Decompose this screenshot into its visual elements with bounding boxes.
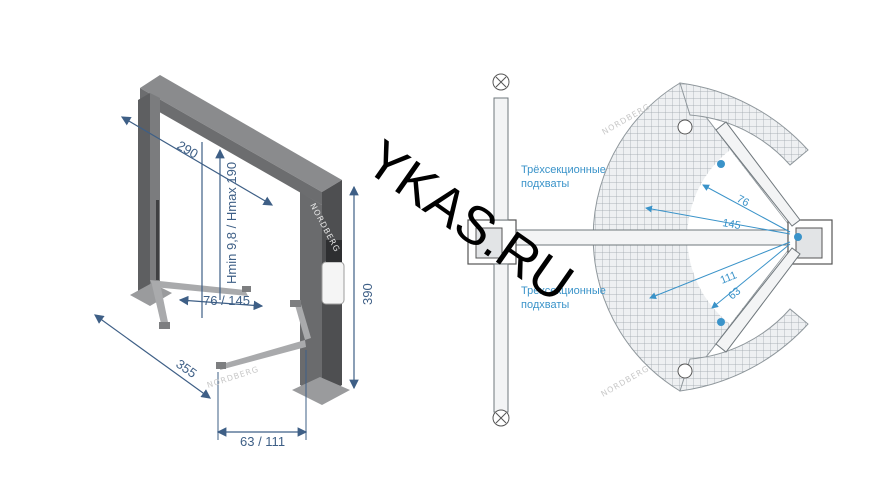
rear-arm-2 <box>220 340 306 370</box>
hydraulic-tank <box>321 261 345 305</box>
radius-63-line <box>711 243 791 309</box>
lift-3d-view: NORDBERG 290 Hmin 9,8 / Hmax 190 76 / 14… <box>94 75 375 449</box>
right-column-inner <box>795 227 823 259</box>
left-column <box>138 93 150 297</box>
radius-111-label: 111 <box>719 269 739 286</box>
radius-76-line <box>702 184 791 233</box>
arm-pad-3 <box>290 300 301 307</box>
radius-145-label: 145 <box>721 217 741 232</box>
floor-brand: NORDBERG <box>206 365 260 390</box>
top-view-brand-2: NORDBERG <box>600 364 652 399</box>
dim-390-label: 390 <box>360 283 375 305</box>
front-arm-1 <box>150 280 248 296</box>
label-top-line1: Трёхсекционные <box>521 164 606 176</box>
arm-pad-4 <box>216 362 226 369</box>
dim-76-145-line <box>178 295 264 311</box>
top-beam <box>140 75 342 192</box>
radius-145-line <box>645 205 791 235</box>
sweep-lower-band <box>679 308 809 392</box>
watermark: YKAS.RU <box>355 129 584 314</box>
label-bottom-line1: Трёхсекционные <box>521 285 606 297</box>
dim-76-145-label: 76 / 145 <box>203 293 250 308</box>
right-arm-lower-pad <box>677 363 693 379</box>
dim-290-line <box>120 116 274 206</box>
label-bottom-line2: подхваты <box>521 299 569 311</box>
dim-63-111-label: 63 / 111 <box>240 434 285 449</box>
arm-pad-1 <box>242 286 251 292</box>
radius-111-line <box>649 241 791 300</box>
left-base-plate <box>130 283 172 306</box>
arm-pad-2 <box>159 322 170 329</box>
left-arm-bottom <box>493 263 509 413</box>
sweep-upper-band <box>679 82 809 166</box>
front-arm-2 <box>152 283 169 328</box>
dim-290-label: 290 <box>175 138 201 162</box>
right-arm-upper-joint <box>717 160 725 168</box>
left-arm-bottom-pad-x <box>495 412 507 424</box>
right-post-pivot <box>794 233 802 241</box>
dim-355-line <box>94 314 211 399</box>
radius-76-label: 76 <box>735 193 751 209</box>
dim-height-range-label: Hmin 9,8 / Hmax 190 <box>224 162 239 284</box>
rear-arm-1 <box>295 304 311 340</box>
dim-355-label: 355 <box>173 356 199 381</box>
left-arm-top-pad-x <box>495 76 507 88</box>
right-arm-upper-pad <box>677 119 693 135</box>
left-column-slot <box>156 200 159 280</box>
right-arm-lower-joint <box>717 318 725 326</box>
label-top-line2: подхваты <box>521 178 569 190</box>
right-arm-upper <box>715 121 801 227</box>
left-column-inner <box>475 227 503 259</box>
left-arm-top <box>493 97 509 221</box>
motor-unit <box>326 240 342 262</box>
right-arm-lower <box>715 247 801 353</box>
